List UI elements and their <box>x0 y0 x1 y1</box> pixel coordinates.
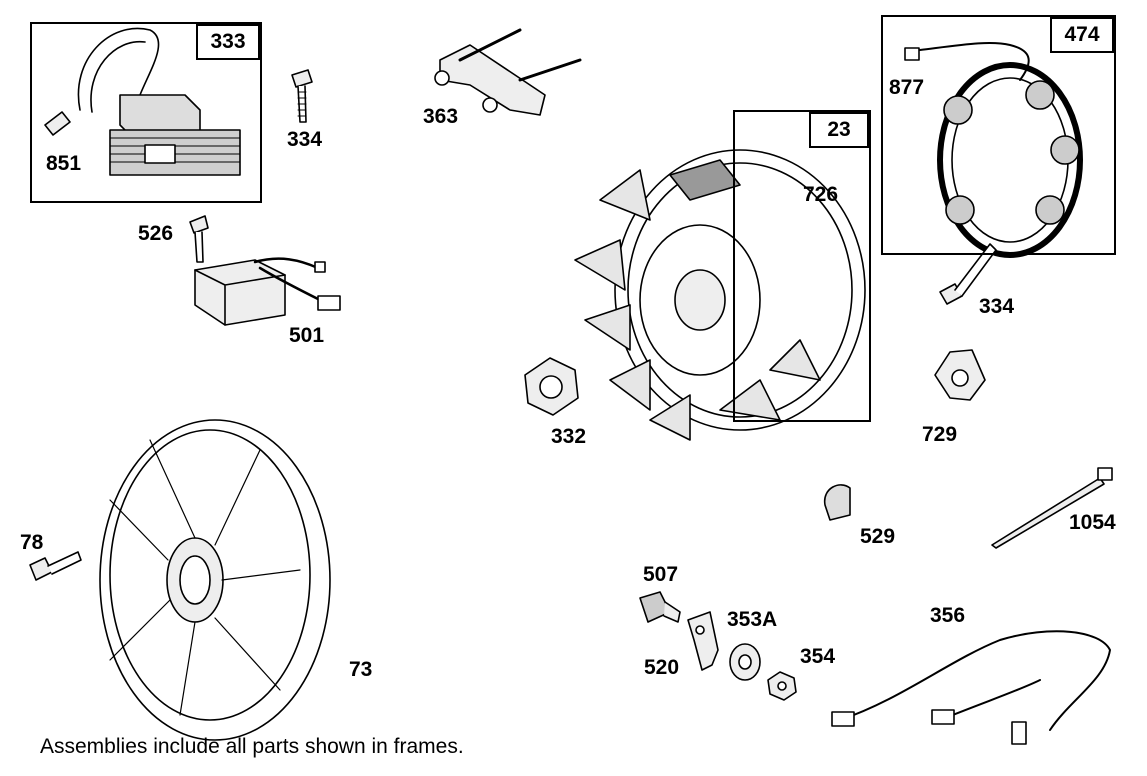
part-label-729: 729 <box>922 423 958 446</box>
wire-harness-356-drawing <box>831 630 1111 745</box>
part-label-520: 520 <box>644 656 680 679</box>
part-label-851: 851 <box>46 152 82 175</box>
rectifier-501-drawing <box>194 257 341 326</box>
lockwasher-353a-drawing <box>729 643 761 681</box>
part-label-507: 507 <box>643 563 679 586</box>
rotating-screen-73-drawing <box>99 419 331 741</box>
terminal-520-drawing <box>687 611 719 671</box>
frame-474-label: 474 <box>1050 17 1114 53</box>
part-label-334-top: 334 <box>287 128 323 151</box>
ignition-armature-drawing <box>44 27 241 176</box>
part-label-1054: 1054 <box>1069 511 1116 534</box>
part-label-78: 78 <box>20 531 44 554</box>
clip-729-drawing <box>934 349 986 401</box>
part-label-356: 356 <box>930 604 966 627</box>
part-label-363: 363 <box>423 105 459 128</box>
frame-474 <box>881 15 1116 255</box>
part-label-332: 332 <box>551 425 587 448</box>
nut-332-drawing <box>524 357 579 416</box>
bolt-334-right-drawing <box>939 243 997 305</box>
assemblies-note: Assemblies include all parts shown in fr… <box>40 735 464 758</box>
grommet-529-drawing <box>824 484 851 521</box>
part-label-877: 877 <box>889 76 925 99</box>
frame-333-label: 333 <box>196 24 260 60</box>
part-label-501: 501 <box>289 324 325 347</box>
bolt-526-drawing <box>189 215 209 263</box>
switch-507-drawing <box>639 591 681 623</box>
part-label-529: 529 <box>860 525 896 548</box>
part-label-526: 526 <box>138 222 174 245</box>
bolt-78-drawing <box>29 551 82 581</box>
part-label-334-right: 334 <box>979 295 1015 318</box>
bracket-363-drawing <box>434 28 582 116</box>
flywheel-726-drawing <box>574 149 866 441</box>
bolt-334-top-drawing <box>291 69 313 123</box>
part-label-353a: 353A <box>727 608 778 631</box>
frame-23-label: 23 <box>809 112 869 148</box>
part-label-73: 73 <box>349 658 373 681</box>
frame-23 <box>733 110 871 422</box>
part-label-726: 726 <box>803 183 839 206</box>
alternator-474-drawing <box>904 41 1083 258</box>
cable-tie-1054-drawing <box>991 467 1113 549</box>
frame-333 <box>30 22 262 203</box>
part-label-354: 354 <box>800 645 836 668</box>
nut-354-drawing <box>767 671 797 701</box>
